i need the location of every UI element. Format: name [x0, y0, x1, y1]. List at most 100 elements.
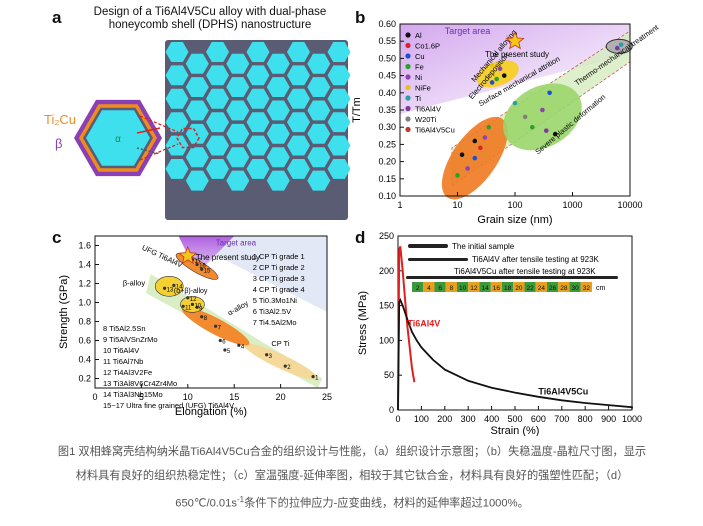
data-point: [482, 135, 488, 140]
y-tick-label: 0.40: [378, 88, 396, 98]
panel-a-title-line1: Design of a Ti6Al4V5Cu alloy with dual-p…: [93, 6, 327, 18]
ruler-segment: [457, 282, 469, 292]
data-point: [552, 131, 558, 137]
honeycomb-cell: [165, 88, 189, 109]
honeycomb-cell: [327, 65, 350, 86]
series-label: Ti6Al4V5Cu: [538, 387, 588, 397]
legend-right-item: 5 Ti0.3Mo1Ni: [253, 296, 298, 305]
data-point-label: 13: [167, 287, 174, 293]
y-tick-label: 0.20: [378, 157, 396, 167]
ruler-tick-label: 12: [470, 285, 478, 292]
ruler-tick-label: 20: [515, 285, 523, 292]
honeycomb-cell: [246, 42, 270, 62]
data-point: [472, 138, 478, 144]
data-point: [497, 66, 503, 72]
curve-ti6al4v: [397, 246, 416, 411]
data-point: [186, 296, 190, 300]
ruler-tick-label: 2: [416, 285, 420, 292]
legend-right-item: 1 CP Ti grade 1: [253, 252, 305, 261]
honeycomb-cell: [185, 53, 209, 74]
caption-line3-pre: 650℃/0.01s: [175, 497, 237, 510]
honeycomb-cell: [327, 88, 350, 109]
honeycomb-cell: [226, 170, 250, 191]
region-mech-alloying: [476, 60, 519, 88]
ruler-tick-label: 8: [450, 285, 454, 292]
data-point-label: 5: [227, 349, 231, 355]
honeycomb-cell: [165, 135, 189, 156]
callout-line-top: [139, 115, 179, 133]
ruler-tick-label: 32: [583, 285, 591, 292]
target-area: [178, 236, 235, 274]
data-point: [478, 145, 483, 151]
honeycomb-cell: [165, 65, 189, 86]
honeycomb-cell: [226, 147, 250, 168]
legend-marker: [405, 116, 411, 122]
data-point: [614, 45, 620, 51]
honeycomb-cell: [165, 112, 189, 133]
ruler-tick-label: 4: [427, 285, 431, 292]
legend-label: Ti: [415, 94, 421, 103]
data-point: [223, 348, 227, 352]
ruler-tick-label: 16: [493, 285, 501, 292]
y-tick-label: 0.30: [378, 122, 396, 132]
callout-line-bottom: [139, 143, 179, 161]
honeycomb-cell: [327, 159, 350, 179]
honeycomb-cell: [307, 77, 331, 97]
honeycomb-cell: [226, 77, 250, 97]
ruler-segment: [524, 282, 536, 292]
ruler-segment: [412, 282, 424, 292]
caption-line1: 图1 双相蜂窝壳结构纳米晶Ti6Al4V5Cu合金的组织设计与性能，（a）组织设…: [57, 446, 647, 458]
region-thermo: [605, 38, 633, 54]
honeycomb-cell: [287, 65, 310, 86]
ruler-segment: [558, 282, 570, 292]
data-point-label: 2: [287, 365, 291, 371]
data-point-label: 11: [185, 305, 192, 311]
x-tick-label: 25: [322, 392, 332, 402]
y-tick-label: 0.10: [378, 191, 396, 201]
y-tick-label: 0.55: [378, 36, 396, 46]
study-star: [505, 31, 525, 50]
honeycomb-cell: [226, 123, 250, 144]
honeycomb-cell: [246, 159, 270, 179]
data-point: [455, 173, 460, 178]
data-point: [543, 128, 549, 133]
data-point-label: 3: [269, 354, 273, 360]
ruler-segment: [513, 282, 525, 292]
legend-label: W20Ti: [415, 115, 437, 124]
blue-area: [178, 236, 327, 312]
panel-b-letter: b: [355, 8, 366, 27]
data-point: [195, 262, 199, 267]
y-tick-label: 50: [384, 370, 394, 380]
legend-marker: [405, 126, 411, 133]
y-axis-label: T/Tm: [351, 97, 363, 123]
caption-line3: 650℃/0.01s-1条件下的拉伸应力-应变曲线，材料的延伸率超过1000%。: [16, 488, 688, 516]
arrow-ti2cu: [136, 127, 161, 134]
data-point-label: 12: [190, 297, 197, 303]
study-label: The present study: [196, 253, 260, 262]
region-label: (α+β)-alloy: [174, 288, 208, 295]
honeycomb-cell: [307, 53, 331, 74]
legend-left-item: 9 Ti5AlVSnZrMo: [103, 335, 158, 344]
legend-left-item: 15~17 Ultra fine grained (UFG) Ti6Al4V: [103, 401, 234, 410]
ruler-segment: [434, 282, 446, 292]
panel-c-letter: c: [52, 228, 62, 247]
data-point: [489, 62, 495, 68]
curve-ti6al4v5cu: [397, 297, 633, 411]
data-point: [486, 124, 492, 130]
honeycomb-cell: [327, 42, 350, 62]
data-point: [200, 315, 204, 319]
x-tick-label: 200: [437, 414, 452, 424]
x-tick-label: 900: [601, 414, 616, 424]
legend-label: Ti6Al4V: [415, 105, 441, 114]
x-tick-label: 10: [452, 200, 462, 210]
region-cp-ti: [244, 343, 317, 380]
y-tick-label: 0.2: [78, 374, 91, 384]
study-star: [178, 245, 198, 265]
region-label: β-alloy: [123, 278, 145, 287]
legend-left-item: 8 Ti5Al2.5Sn: [103, 324, 146, 333]
y-axis-label: Stress (MPa): [357, 291, 369, 355]
sample-label: Ti6Al4V after tensile testing at 923K: [472, 255, 600, 264]
ruler-segment: [490, 282, 502, 292]
x-tick-label: 400: [484, 414, 499, 424]
